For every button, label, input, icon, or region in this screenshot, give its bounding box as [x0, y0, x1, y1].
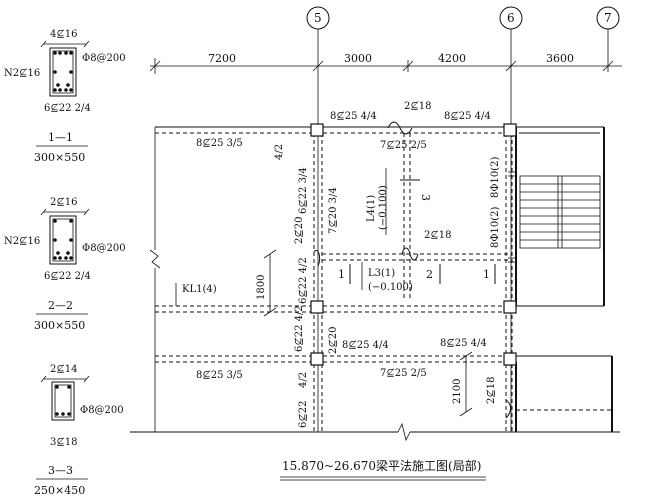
top-beam-a: 8⊈25 4/4: [330, 111, 377, 122]
col-mid-a: 2⊈20: [294, 217, 305, 244]
lower-beam-b: 8⊈25 4/4: [440, 338, 487, 349]
section-3-3-bottom-bars: 3⊈18: [50, 437, 77, 448]
col-lower: 6⊈22 4/2: [294, 305, 305, 352]
stair: [519, 175, 601, 249]
phi-upper: 8Φ10(2): [490, 156, 501, 198]
dim-4200: 4200: [438, 52, 466, 65]
phi-lower: 8Φ10(2): [490, 206, 501, 248]
hook-bars: [313, 121, 516, 419]
dim-3600: 3600: [546, 52, 574, 65]
section-3-3-size: 250×450: [34, 484, 85, 497]
dim-7200: 7200: [208, 52, 236, 65]
cut-3: 3: [419, 194, 432, 201]
col-mid-b: 6⊈22 4/2: [298, 257, 309, 304]
col-upper-b: 4/2: [274, 144, 285, 160]
section-2-2-side-bars: N2⊈16: [4, 236, 40, 247]
l3-name: L3(1): [368, 268, 395, 279]
col-bottom-b: 4/2: [298, 372, 309, 388]
cut-1-left: 1: [338, 268, 345, 281]
l3-elev: (−0.100): [368, 282, 413, 293]
dimension-line: 7200 3000 4200 3600: [149, 52, 622, 74]
dim-2100: 2100: [452, 379, 463, 404]
mid-beam-top: 7⊈25 2/5: [380, 140, 427, 151]
lower-beam-a: 8⊈25 4/4: [342, 340, 389, 351]
col-bottom-a: 6⊈22: [298, 401, 309, 428]
mid-beam-bot: 7⊈25 2/5: [380, 368, 427, 379]
hook-mid: 2⊈18: [424, 230, 451, 241]
section-1-1-bottom-bars: 6⊈22 2/4: [44, 103, 91, 114]
section-2-2: 2⊈16 N2⊈16 Φ8@200 6⊈22 2/4 2—2 300×550: [4, 197, 126, 332]
drawing-caption: 15.870~26.670梁平法施工图(局部): [282, 458, 481, 473]
hook-right: 2⊈18: [486, 377, 497, 404]
l4-elev: (−0.100): [378, 185, 389, 230]
mid-vert-a: 7⊈20 3/4: [328, 187, 339, 234]
cut-markers: 1 2 1 3: [338, 179, 496, 284]
kl1-label: KL1(4): [182, 284, 217, 295]
columns: [310, 123, 517, 366]
small-dimensions: 1800 2100: [256, 249, 473, 417]
cut-2: 2: [426, 268, 433, 281]
axis-5-label: 5: [314, 11, 322, 25]
cut-1-right: 1: [483, 268, 490, 281]
section-2-2-title: 2—2: [48, 299, 73, 312]
axis-6-label: 6: [507, 11, 515, 25]
l4-name: L4(1): [366, 195, 377, 222]
caption: 15.870~26.670梁平法施工图(局部): [280, 458, 486, 481]
section-3-3: 2⊈14 Φ8@200 3⊈18 3—3 250×450: [34, 364, 124, 497]
col-upper-a: 6⊈22 3/4: [298, 167, 309, 214]
section-1-1-stirrup: Φ8@200: [82, 53, 126, 64]
section-2-2-bottom-bars: 6⊈22 2/4: [44, 271, 91, 282]
mid-vert-b: 2⊈20: [328, 327, 339, 354]
annotations: 8⊈25 4/4 2⊈18 8⊈25 4/4 8⊈25 3/5 7⊈25 2/5…: [182, 101, 501, 428]
top-beam-b: 8⊈25 4/4: [444, 111, 491, 122]
left-beam-top: 8⊈25 3/5: [196, 138, 243, 149]
section-1-1-size: 300×550: [34, 151, 85, 164]
axis-7-label: 7: [604, 11, 612, 25]
grid-axes: 5 6 7: [306, 6, 620, 432]
section-2-2-size: 300×550: [34, 319, 85, 332]
plan-beams: [130, 126, 620, 442]
section-3-3-stirrup: Φ8@200: [80, 405, 124, 416]
section-3-3-top-bars: 2⊈14: [50, 364, 77, 375]
section-1-1: 4⊈16 N2⊈16 Φ8@200 6⊈22 2/4 1—1 300×550: [4, 29, 126, 164]
dim-3000: 3000: [344, 52, 372, 65]
section-1-1-title: 1—1: [48, 131, 73, 144]
section-1-1-side-bars: N2⊈16: [4, 68, 40, 79]
section-2-2-stirrup: Φ8@200: [82, 243, 126, 254]
section-1-1-top-bars: 4⊈16: [50, 29, 77, 40]
section-3-3-title: 3—3: [48, 464, 73, 477]
left-beam-bot: 8⊈25 3/5: [196, 370, 243, 381]
dim-1800: 1800: [256, 275, 267, 300]
section-2-2-top-bars: 2⊈16: [50, 197, 77, 208]
top-beam-hook: 2⊈18: [404, 101, 431, 112]
